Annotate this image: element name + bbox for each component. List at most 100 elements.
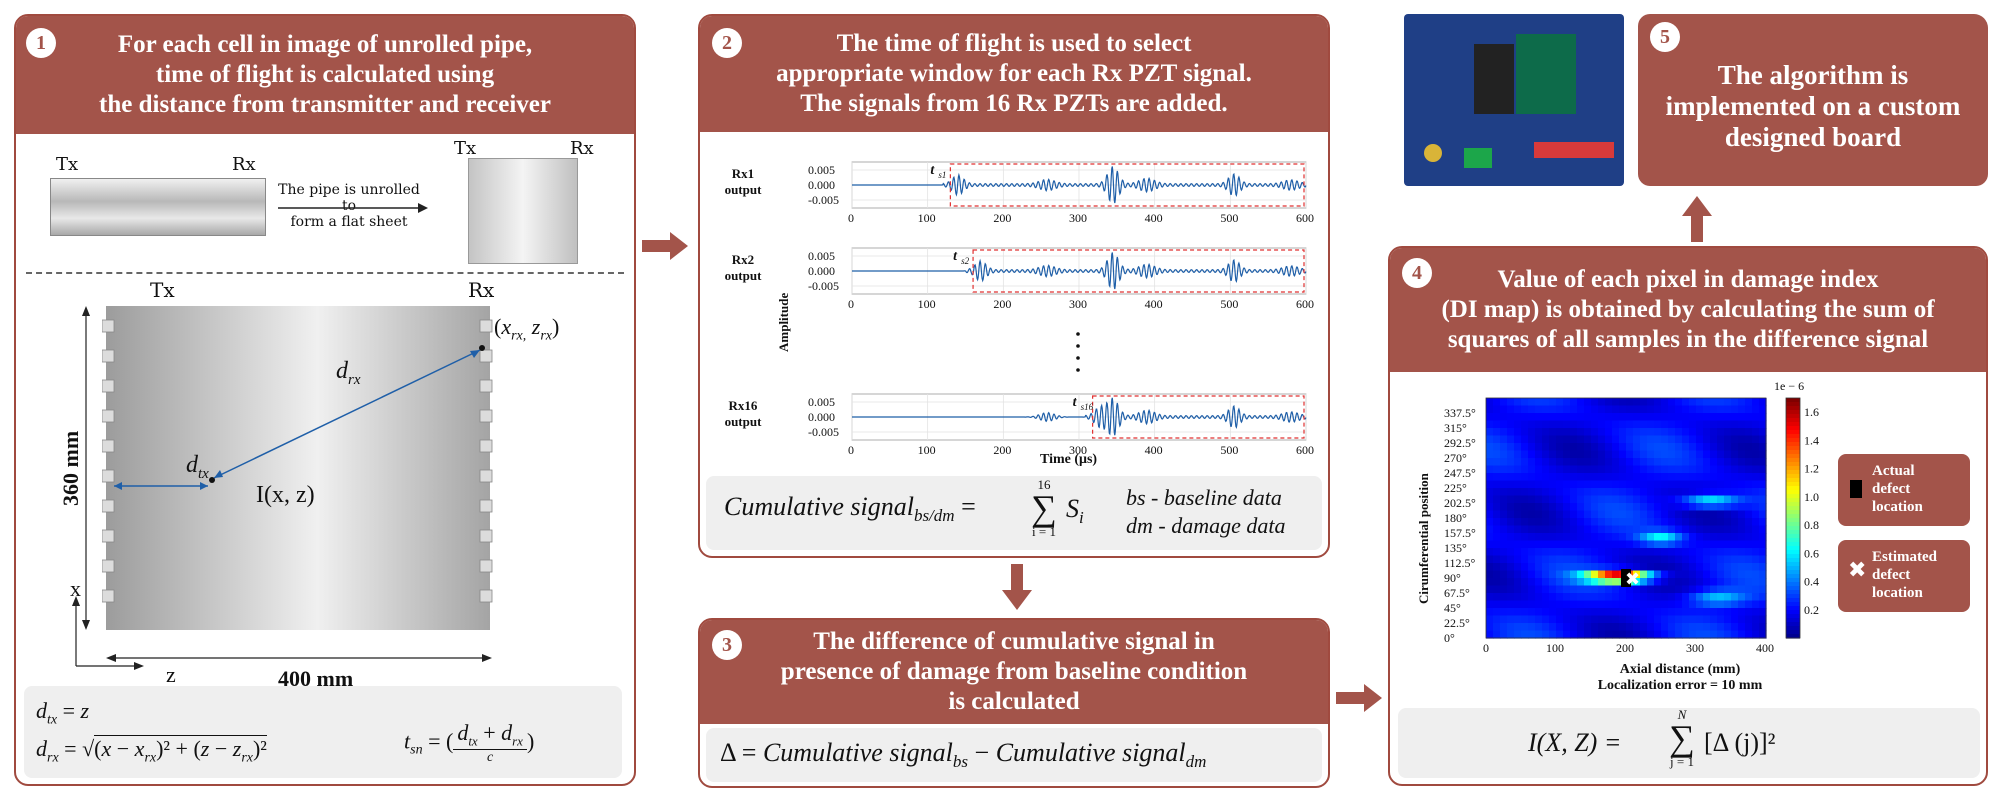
di-map-cell xyxy=(1703,548,1711,557)
di-map-cell xyxy=(1598,578,1606,587)
di-map-cell xyxy=(1717,495,1725,504)
di-map-cell xyxy=(1612,563,1620,572)
di-map-cell xyxy=(1745,623,1753,632)
di-map-cell xyxy=(1710,593,1718,602)
di-map-cell xyxy=(1514,435,1522,444)
di-map-cell xyxy=(1612,473,1620,482)
di-map-cell xyxy=(1759,623,1767,632)
di-map-cell xyxy=(1647,488,1655,497)
colorbar-cell xyxy=(1786,446,1800,451)
di-map-cell xyxy=(1528,443,1536,452)
di-map-cell xyxy=(1528,593,1536,602)
di-map-cell xyxy=(1759,555,1767,564)
di-map-cell xyxy=(1731,428,1739,437)
panel-step-2: The time of flight is used to select app… xyxy=(698,14,1330,558)
di-map-cell xyxy=(1724,465,1732,474)
di-map-cell xyxy=(1640,525,1648,534)
panel-1-header: For each cell in image of unrolled pipe,… xyxy=(16,16,634,134)
di-map-cell xyxy=(1542,480,1550,489)
di-map-cell xyxy=(1696,630,1704,639)
di-map-cell xyxy=(1570,495,1578,504)
di-map-cell xyxy=(1563,473,1571,482)
di-map-cell xyxy=(1759,615,1767,624)
panel-3-title-line-3: is calculated xyxy=(948,688,1080,715)
di-map-cell xyxy=(1640,623,1648,632)
di-map-cell xyxy=(1738,563,1746,572)
di-map-cell xyxy=(1745,548,1753,557)
di-map-cell xyxy=(1605,585,1613,594)
di-map-cell xyxy=(1619,548,1627,557)
di-map-cell xyxy=(1507,570,1515,579)
di-map-cell xyxy=(1584,585,1592,594)
di-map-cell xyxy=(1570,615,1578,624)
di-map-cell xyxy=(1682,480,1690,489)
di-map-cell xyxy=(1654,518,1662,527)
di-map-cell xyxy=(1738,578,1746,587)
di-map-cell xyxy=(1507,435,1515,444)
di-map-cell xyxy=(1731,548,1739,557)
di-map-cell xyxy=(1535,398,1543,407)
di-map-cell xyxy=(1724,608,1732,617)
di-map-cell xyxy=(1619,398,1627,407)
di-map-cell xyxy=(1703,405,1711,414)
di-map-cell xyxy=(1521,578,1529,587)
di-map-cell xyxy=(1549,593,1557,602)
di-map-cell xyxy=(1514,420,1522,429)
di-map-cell xyxy=(1619,503,1627,512)
di-map-cell xyxy=(1675,608,1683,617)
di-map-cell xyxy=(1661,458,1669,467)
di-map-cell xyxy=(1619,510,1627,519)
di-map-cell xyxy=(1521,608,1529,617)
di-map-cell xyxy=(1661,518,1669,527)
plot-2-ts-label: t xyxy=(1073,395,1078,410)
di-map-cell xyxy=(1563,570,1571,579)
di-map-cell xyxy=(1738,525,1746,534)
di-map-cell xyxy=(1507,405,1515,414)
plot-0-time-window xyxy=(949,163,1305,207)
panel-step-1: For each cell in image of unrolled pipe,… xyxy=(14,14,636,786)
di-map-cell xyxy=(1612,593,1620,602)
difference-formula: Δ = Cumulative signalbs − Cumulative sig… xyxy=(720,738,1207,772)
di-map-cell xyxy=(1626,608,1634,617)
di-map-cell xyxy=(1731,443,1739,452)
di-map-cell xyxy=(1535,503,1543,512)
di-map-cell xyxy=(1654,473,1662,482)
di-map-cell xyxy=(1738,488,1746,497)
ellipsis-dot xyxy=(1076,344,1080,348)
di-map-cell xyxy=(1486,518,1494,527)
di-map-cell xyxy=(1724,420,1732,429)
di-map-cell xyxy=(1486,480,1494,489)
di-map-cell xyxy=(1675,503,1683,512)
di-map-cell xyxy=(1759,510,1767,519)
di-map-cell xyxy=(1563,540,1571,549)
di-map-cell xyxy=(1626,488,1634,497)
di-map-cell xyxy=(1521,420,1529,429)
di-map-cell xyxy=(1507,563,1515,572)
colorbar-cell xyxy=(1786,598,1800,603)
di-map-cell xyxy=(1752,615,1760,624)
colorbar-cell xyxy=(1786,414,1800,419)
dashed-divider xyxy=(26,272,624,274)
di-map-cell xyxy=(1598,563,1606,572)
di-map-cell xyxy=(1521,428,1529,437)
di-map-cell xyxy=(1668,630,1676,639)
di-map-cell xyxy=(1584,465,1592,474)
di-map-cell xyxy=(1514,510,1522,519)
di-map-cell xyxy=(1640,480,1648,489)
di-map-cell xyxy=(1591,630,1599,639)
di-map-cell xyxy=(1724,495,1732,504)
colorbar-cell xyxy=(1786,506,1800,511)
di-map-cell xyxy=(1654,405,1662,414)
di-map-cell xyxy=(1493,563,1501,572)
di-map-cell xyxy=(1640,570,1648,579)
di-map-cell xyxy=(1717,570,1725,579)
di-map-cell xyxy=(1668,465,1676,474)
di-map-cell xyxy=(1514,413,1522,422)
di-map-cell xyxy=(1486,420,1494,429)
di-map-cell xyxy=(1549,623,1557,632)
di-map-cell xyxy=(1535,533,1543,542)
di-map-cell xyxy=(1626,398,1634,407)
di-map-cell xyxy=(1731,593,1739,602)
di-map-cell xyxy=(1528,585,1536,594)
di-map-cell xyxy=(1619,623,1627,632)
